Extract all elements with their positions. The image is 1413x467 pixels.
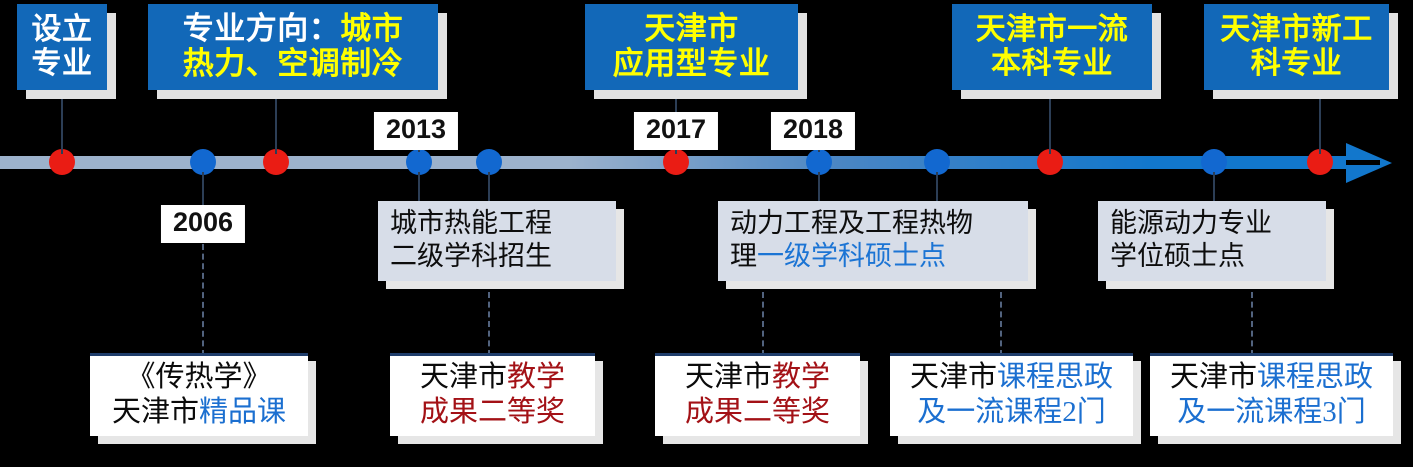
connector-award-2: [488, 292, 490, 356]
award-line-1: 天津市课程思政: [896, 360, 1127, 395]
award-line-1-black: 天津市: [1169, 361, 1257, 393]
connector-gray-3: [1213, 172, 1215, 204]
callout-line-1: 设立: [31, 13, 93, 47]
connector-callout-2: [275, 92, 277, 154]
year-label-2018[interactable]: 2018: [770, 112, 856, 150]
callout-line-2: 专业: [31, 47, 93, 80]
award-teaching-achievement-second-prize-2[interactable]: 天津市教学 成果二等奖: [655, 353, 860, 436]
milestone-line-2: 理一级学科硕士点: [730, 240, 1016, 273]
award-ideological-courses-2[interactable]: 天津市课程思政 及一流课程2门: [890, 353, 1133, 436]
award-line-2: 天津市精品课: [96, 395, 302, 430]
callout-line-1: 天津市: [644, 11, 739, 47]
callout-establish-major[interactable]: 设立 专业: [17, 4, 107, 90]
milestone-line-1: 城市热能工程: [390, 208, 552, 238]
callout-line-2: 热力、空调制冷: [182, 46, 404, 81]
award-ideological-courses-3[interactable]: 天津市课程思政 及一流课程3门: [1150, 353, 1393, 436]
milestone-power-engineering-masters[interactable]: 动力工程及工程热物 理一级学科硕士点: [718, 201, 1028, 281]
award-line-2: 成果二等奖: [684, 395, 830, 428]
connector-callout-4: [1049, 92, 1051, 154]
award-line-1: 《传热学》: [126, 361, 272, 393]
connector-callout-5: [1319, 92, 1321, 154]
connector-award-3: [762, 292, 764, 356]
year-label-2013[interactable]: 2013: [373, 112, 459, 150]
award-line-1-accent: 课程思政: [997, 361, 1114, 393]
award-line-2-black: 天津市: [111, 395, 199, 428]
callout-tianjin-applied-major[interactable]: 天津市 应用型专业: [585, 4, 798, 90]
award-line-1-accent: 课程思政: [1257, 361, 1374, 393]
timeline-dot-blue-3[interactable]: [476, 149, 502, 175]
timeline-dot-blue-5[interactable]: [924, 149, 950, 175]
timeline-dot-blue-1[interactable]: [190, 149, 216, 175]
milestone-urban-thermal-engineering[interactable]: 城市热能工程 二级学科招生: [378, 201, 616, 281]
callout-line-1: 天津市新工: [1220, 13, 1373, 47]
callout-line-2: 本科专业: [991, 47, 1113, 80]
callout-tianjin-new-engineering[interactable]: 天津市新工 科专业: [1204, 4, 1389, 90]
connector-gray-1: [418, 172, 420, 204]
callout-line-1-white: 专业方向：: [182, 11, 341, 47]
award-line-1-accent: 教学: [507, 361, 566, 393]
connector-gray-1b: [488, 172, 490, 204]
award-line-2: 及一流课程3门: [1177, 395, 1366, 428]
callout-line-2: 科专业: [1250, 47, 1343, 80]
connector-award-5: [1251, 292, 1253, 356]
callout-line-1: 专业方向：城市: [182, 11, 404, 47]
milestone-line-1: 动力工程及工程热物: [730, 208, 973, 238]
award-heat-transfer-course[interactable]: 《传热学》 天津市精品课: [90, 353, 308, 436]
award-line-1: 天津市教学: [661, 360, 854, 395]
connector-callout-1: [61, 92, 63, 154]
milestone-line-2-black: 理: [730, 240, 757, 271]
callout-major-direction[interactable]: 专业方向：城市 热力、空调制冷: [148, 4, 438, 90]
callout-tianjin-first-class-undergraduate[interactable]: 天津市一流 本科专业: [952, 4, 1152, 90]
award-line-1-black: 天津市: [909, 361, 997, 393]
milestone-line-2: 学位硕士点: [1110, 240, 1245, 271]
year-label-2017[interactable]: 2017: [633, 112, 719, 150]
award-line-1-black: 天津市: [419, 361, 507, 393]
award-line-1-accent: 教学: [772, 361, 831, 393]
connector-gray-2: [818, 172, 820, 204]
award-line-2-accent: 精品课: [199, 395, 287, 428]
connector-gray-2b: [936, 172, 938, 204]
connector-year-2006: [202, 172, 204, 208]
timeline-dot-blue-6[interactable]: [1201, 149, 1227, 175]
timeline-dot-blue-4[interactable]: [806, 149, 832, 175]
award-line-1: 天津市教学: [396, 360, 589, 395]
callout-line-1-accent: 城市: [340, 11, 404, 47]
connector-award-1: [202, 244, 204, 356]
award-line-1-black: 天津市: [684, 361, 772, 393]
award-line-2: 及一流课程2门: [917, 395, 1106, 428]
callout-line-1: 天津市一流: [975, 13, 1129, 47]
award-line-1: 天津市课程思政: [1156, 360, 1387, 395]
year-label-2006[interactable]: 2006: [160, 205, 246, 243]
timeline-dot-blue-2[interactable]: [406, 149, 432, 175]
milestone-line-1: 能源动力专业: [1110, 208, 1272, 238]
milestone-line-2: 二级学科招生: [390, 240, 552, 271]
timeline-arrow-notch: [1346, 160, 1380, 165]
award-teaching-achievement-second-prize-1[interactable]: 天津市教学 成果二等奖: [390, 353, 595, 436]
award-line-2: 成果二等奖: [419, 395, 565, 428]
milestone-energy-power-masters[interactable]: 能源动力专业 学位硕士点: [1098, 201, 1326, 281]
callout-line-2: 应用型专业: [612, 46, 771, 81]
milestone-line-2-accent: 一级学科硕士点: [757, 240, 946, 271]
connector-award-4: [1000, 292, 1002, 356]
